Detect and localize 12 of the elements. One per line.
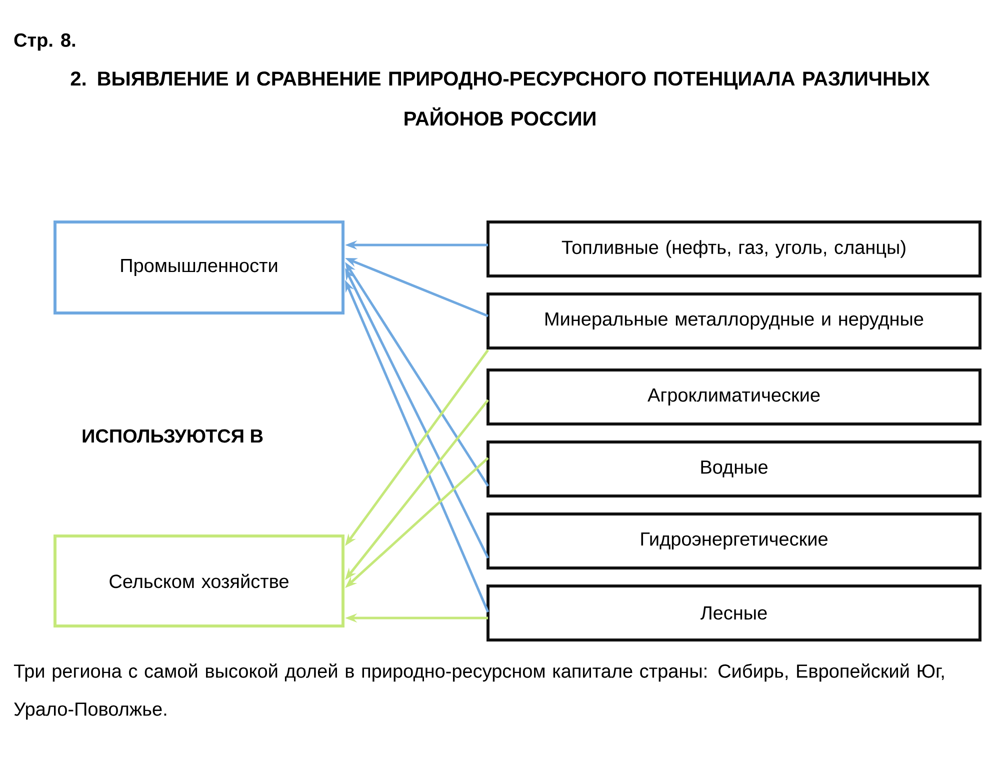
title: 2. ВЫЯВЛЕНИЕ И СРАВНЕНИЕ ПРИРОДНО-РЕСУРСНОГО ПОТЕНЦИАЛА РАЗЛИЧНЫХ РАЙОНОВ РОССИИ [70, 72, 930, 126]
page-number: Стр. 8. [14, 33, 76, 51]
resource-box: Гидроэнергетические [486, 512, 982, 570]
category-box: Промышленности [54, 220, 344, 314]
resource-box: Водные [486, 440, 982, 498]
resource-box: Агроклиматические [486, 368, 982, 426]
resource-box: Лесные [486, 584, 982, 642]
category-box: Сельском хозяйстве [54, 534, 344, 628]
caption: Три региона с самой высокой долей в природно-ресурсном капитале страны: Сибирь, Европейский Юг, Урало-Поволжье. [14, 664, 944, 720]
note-text: ИСПОЛЬЗУЮТСЯ В [82, 429, 263, 443]
resource-box: Топливные (нефть, газ, уголь, сланцы) [486, 220, 982, 278]
resource-box: Минеральные металлорудные и нерудные [486, 292, 982, 350]
